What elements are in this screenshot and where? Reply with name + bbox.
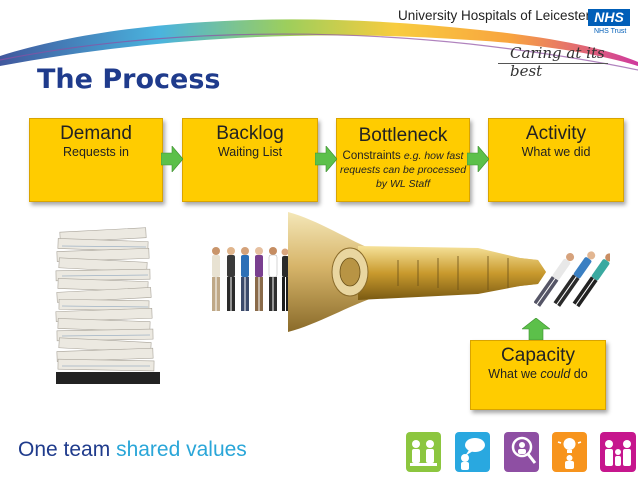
arrow-up-icon xyxy=(522,318,550,340)
activity-box: Activity What we did xyxy=(488,118,624,202)
capacity-subtitle-italic: could xyxy=(540,367,571,381)
activity-subtitle: What we did xyxy=(521,145,591,159)
bottleneck-heading: Bottleneck xyxy=(358,125,448,146)
paper-stack-image xyxy=(55,227,160,384)
capacity-subtitle-suffix: do xyxy=(570,367,588,381)
trust-label: NHS Trust xyxy=(594,28,627,35)
people-queue-image xyxy=(212,247,289,311)
backlog-box: Backlog Waiting List xyxy=(182,118,318,202)
demand-box: Demand Requests in xyxy=(29,118,163,202)
bottleneck-subtitle-prefix: Constraints xyxy=(342,150,404,162)
arrow-right-icon xyxy=(467,146,489,172)
search-people-icon xyxy=(504,432,539,472)
arrow-right-icon xyxy=(161,146,183,172)
activity-heading: Activity xyxy=(525,123,587,144)
demand-heading: Demand xyxy=(60,123,132,144)
bottle-image xyxy=(288,212,546,332)
footer-slogan-part2: shared values xyxy=(116,438,247,461)
people-leaving-image xyxy=(534,251,610,308)
organisation-name: University Hospitals of Leicester xyxy=(398,8,591,23)
demand-subtitle: Requests in xyxy=(62,145,129,159)
tagline: Caring at its best xyxy=(510,44,605,80)
tagline-underline xyxy=(498,63,608,64)
communication-icon xyxy=(455,432,490,472)
capacity-subtitle-prefix: What we xyxy=(488,367,541,381)
nhs-logo: NHS xyxy=(588,9,630,26)
footer-slogan: One team shared values xyxy=(18,438,247,462)
family-icon xyxy=(600,432,636,472)
idea-icon xyxy=(552,432,587,472)
team-icon xyxy=(406,432,441,472)
header-swoosh xyxy=(0,19,638,71)
capacity-box: Capacity What we could do xyxy=(470,340,606,410)
bottleneck-box: Bottleneck Constraints e.g. how fast req… xyxy=(336,118,470,202)
arrow-right-icon xyxy=(315,146,337,172)
capacity-heading: Capacity xyxy=(501,345,575,366)
bottleneck-subtitle-italic: e.g. how fast requests can be processed … xyxy=(339,150,467,190)
backlog-subtitle: Waiting List xyxy=(217,145,283,159)
footer-slogan-part1: One team xyxy=(18,438,117,461)
page-title: The Process xyxy=(37,64,221,95)
backlog-heading: Backlog xyxy=(216,123,284,144)
